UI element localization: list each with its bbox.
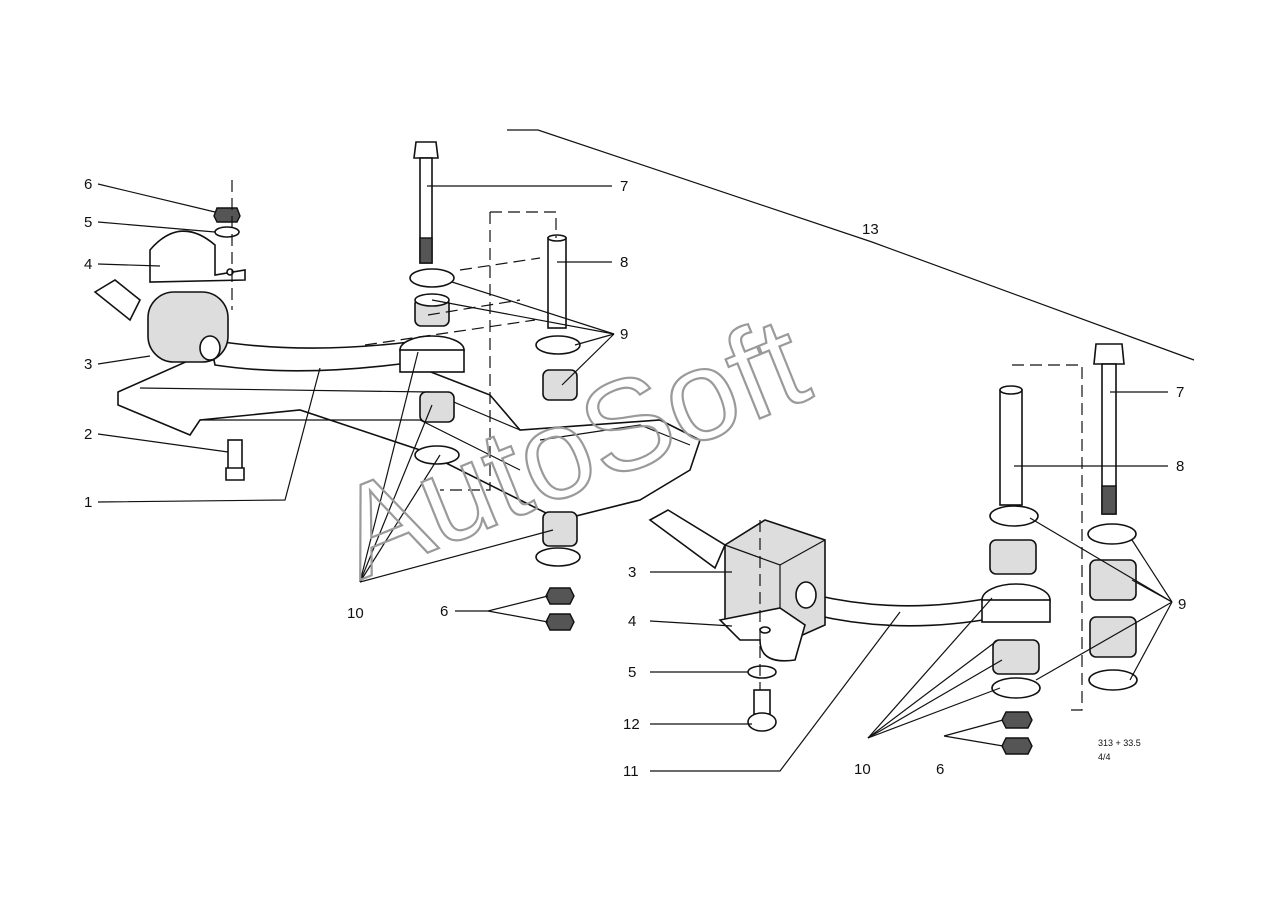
callout-8-left-tube: 8 <box>620 254 628 271</box>
callout-9-right-bushings: 9 <box>1178 596 1186 613</box>
left-axis-line-b <box>459 257 541 271</box>
right-nuts-6 <box>1001 711 1033 755</box>
left-nuts-6 <box>545 587 575 631</box>
callout-12-right-bolt: 12 <box>623 716 640 733</box>
callout-13-kit: 13 <box>862 221 879 238</box>
leader-lines <box>97 129 1195 772</box>
left-axis-line-c <box>364 319 536 346</box>
callout-8-right-tube: 8 <box>1176 458 1184 475</box>
right-bushings-9-10 <box>981 505 1138 699</box>
callout-7-right-bolt: 7 <box>1176 384 1184 401</box>
left-washer-5 <box>214 226 240 238</box>
reference-page: 4/4 <box>1098 752 1111 762</box>
right-clamp-4 <box>718 607 806 662</box>
right-spacer-tube-8 <box>999 385 1023 506</box>
left-rubber-bushing-3 <box>147 291 229 363</box>
callout-6-left-nut: 6 <box>84 176 92 193</box>
callout-3-right-bushing: 3 <box>628 564 636 581</box>
right-washer-5 <box>747 665 777 679</box>
left-nut-6 <box>213 207 241 223</box>
callout-4-left-clamp: 4 <box>84 256 92 273</box>
callout-7-left-bolt: 7 <box>620 178 628 195</box>
left-bolt-2 <box>225 439 245 481</box>
callout-5-right-washer: 5 <box>628 664 636 681</box>
callout-6-left-nuts: 6 <box>440 603 448 620</box>
right-long-bolt-7 <box>1093 343 1125 515</box>
callout-11-right-stabilizer: 11 <box>623 763 639 780</box>
left-bushings-9-10 <box>399 268 581 567</box>
left-clamp-4 <box>149 230 246 283</box>
reference-code: 313 + 33.5 <box>1098 738 1141 748</box>
callout-5-left-washer: 5 <box>84 214 92 231</box>
right-bolt-12 <box>747 689 777 732</box>
callout-10-left-washers: 10 <box>347 605 364 622</box>
right-assembly-bracket <box>1012 364 1083 711</box>
callout-6-right-nuts: 6 <box>936 761 944 778</box>
callout-2-bolt: 2 <box>84 426 92 443</box>
callout-10-right-washers: 10 <box>854 761 871 778</box>
long-bolt-7 <box>413 141 439 264</box>
callout-9-left-bushings: 9 <box>620 326 628 343</box>
callout-3-left-bushing: 3 <box>84 356 92 373</box>
callout-1-stabilizer: 1 <box>84 494 92 511</box>
spacer-tube-8 <box>547 234 567 329</box>
callout-4-right-clamp: 4 <box>628 613 636 630</box>
left-stabilizer-bar <box>93 279 416 372</box>
